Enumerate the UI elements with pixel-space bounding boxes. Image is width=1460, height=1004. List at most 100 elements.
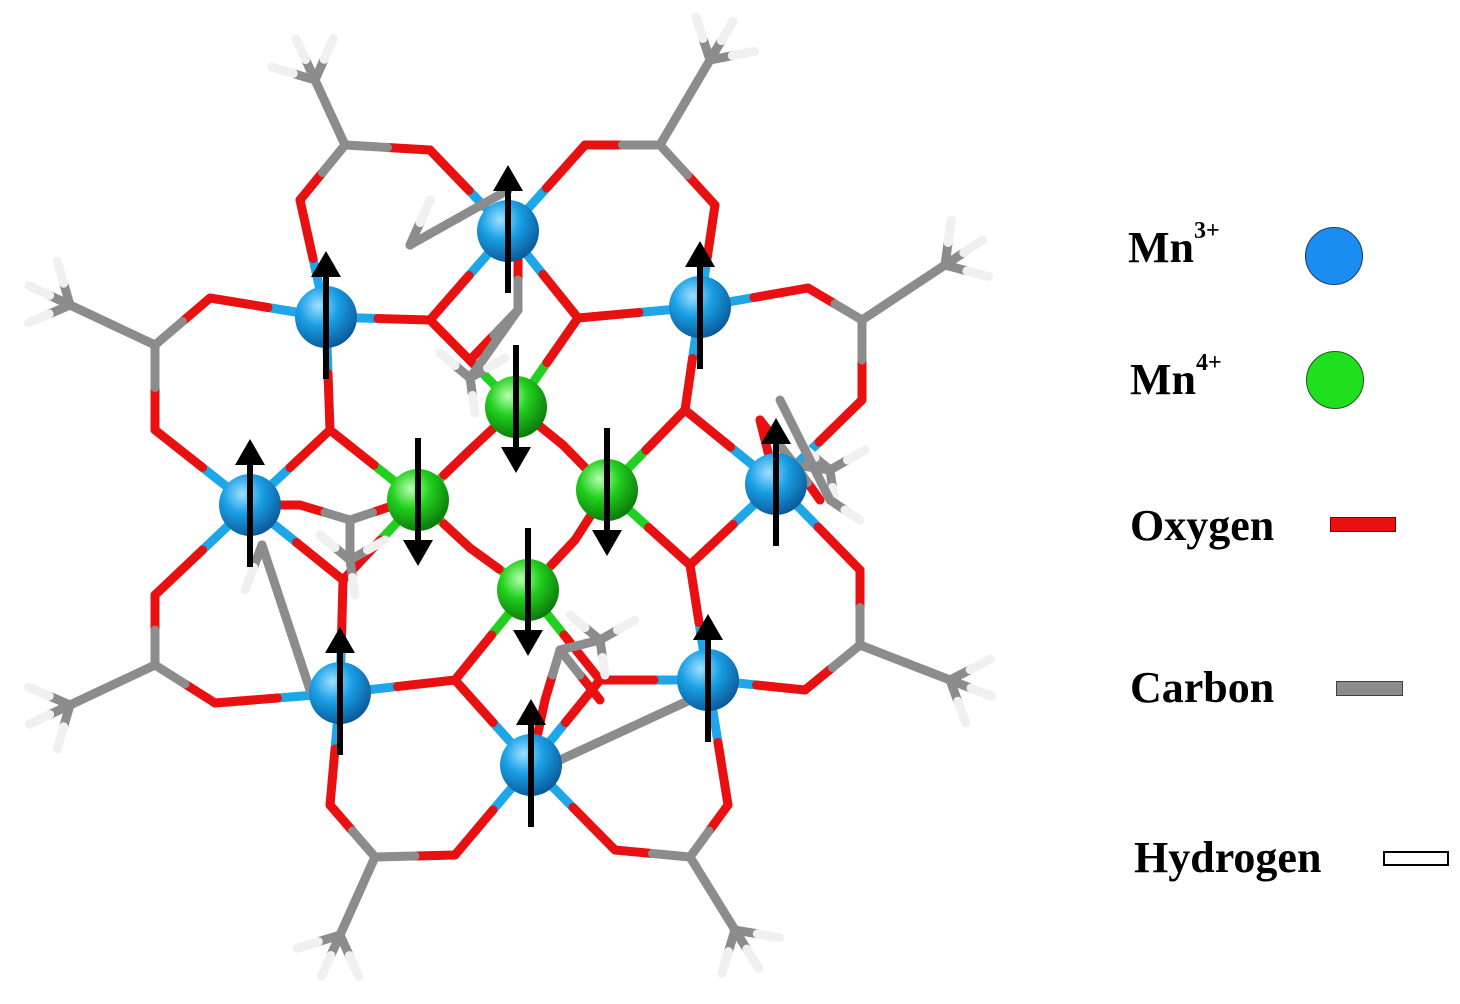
spin-down-arrowhead: [592, 530, 622, 556]
oxygen-carbon-bond: [150, 317, 187, 350]
spin-down-arrowhead: [501, 447, 531, 473]
spin-arrows: [235, 165, 791, 827]
legend-mn4-charge: 4+: [1196, 350, 1222, 376]
oxygen-carbon-bond: [828, 640, 865, 672]
carbon-bond: [900, 658, 955, 685]
carbon-bond: [65, 680, 117, 710]
spin-down-arrowhead: [513, 630, 543, 656]
oxygen-carbon-bond: [370, 851, 420, 862]
mn3-oxygen-bond: [425, 271, 474, 325]
carbon-bond: [857, 288, 908, 325]
carbon-bond: [65, 300, 117, 330]
carbon-hydrogen-bond: [742, 944, 764, 973]
oxygen-carbon-bond: [150, 660, 190, 689]
carbon-hydrogen-bond: [23, 682, 54, 701]
bond-network: [23, 12, 997, 981]
carbon-hydrogen-bond: [962, 266, 994, 282]
mn4-oxygen-bond: [542, 313, 583, 367]
spin-up-arrowhead: [235, 439, 265, 465]
mn3-oxygen-bond: [425, 145, 474, 195]
mn4-oxygen-bond: [439, 445, 475, 480]
carbon-hydrogen-bond: [348, 573, 360, 600]
carbon-hydrogen-bond: [943, 215, 956, 248]
oxygen-carbon-bond: [325, 800, 357, 836]
carbon-bond: [489, 305, 523, 349]
oxygen-carbon-bond: [655, 140, 692, 180]
carbon-hydrogen-bond: [291, 34, 311, 65]
mn3-oxygen-bond: [752, 680, 810, 695]
oxygen-carbon-bond: [555, 645, 585, 680]
carbon-bond: [310, 75, 335, 117]
oxygen-carbon-bond: [410, 850, 460, 861]
oxygen-carbon-bond: [685, 826, 714, 862]
legend-oxygen-swatch: [1330, 517, 1396, 532]
carbon-hydrogen-bond: [363, 535, 390, 555]
legend-hydrogen-swatch: [1383, 851, 1449, 866]
carbon-hydrogen-bond: [483, 353, 510, 373]
carbon-bond: [685, 852, 717, 898]
spin-up-arrowhead: [693, 614, 723, 640]
carbon-bond: [855, 640, 910, 667]
mn4-oxygen-bond: [465, 424, 498, 455]
carbon-bond: [353, 852, 380, 901]
spin-up-arrowhead: [311, 251, 341, 277]
mn3-oxygen-bond: [450, 805, 498, 860]
oxygen-carbon-bond: [575, 670, 605, 705]
mn3-oxygen-bond: [680, 354, 697, 415]
mn3-oxygen-bond: [150, 425, 207, 472]
spin-up-arrowhead: [685, 241, 715, 267]
spin-up-arrowhead: [325, 627, 355, 653]
carbon-hydrogen-bond: [953, 696, 971, 728]
carbon-bond: [335, 891, 362, 940]
mn3-oxygen-bond: [285, 425, 335, 472]
carbon-hydrogen-bond: [959, 235, 988, 258]
mn12-acetate-molecule: [23, 12, 997, 981]
carbon-bond: [655, 98, 690, 150]
mn4-oxygen-bond: [570, 510, 596, 545]
mn3-oxygen-bond: [295, 195, 318, 263]
mn3-oxygen-bond: [337, 575, 348, 641]
carbon-hydrogen-bond: [23, 309, 54, 328]
carbon-bond: [800, 445, 835, 505]
carbon-hydrogen-bond: [24, 281, 55, 300]
legend-mn4-base: Mn: [1130, 355, 1196, 404]
mn3-oxygen-bond: [292, 538, 348, 585]
oxygen-carbon-bond: [295, 168, 327, 205]
spin-up-arrowhead: [761, 418, 791, 444]
carbon-hydrogen-bond: [752, 929, 785, 943]
carbon-hydrogen-bond: [415, 195, 435, 227]
carbon-hydrogen-bond: [468, 391, 480, 418]
mn3-oxygen-bond: [373, 314, 435, 325]
legend-oxygen-label: Oxygen: [1130, 501, 1275, 550]
legend-mn3-label: Mn3+: [1128, 218, 1220, 273]
carbon-hydrogen-bond: [965, 654, 995, 675]
carbon-hydrogen-bond: [717, 947, 733, 978]
carbon-bond: [708, 889, 740, 935]
mn3-oxygen-bond: [749, 283, 813, 302]
carbon-hydrogen-bond: [840, 505, 865, 525]
oxygen-carbon-bond: [610, 845, 657, 858]
carbon-hydrogen-bond: [966, 683, 997, 701]
mn3-oxygen-bond: [814, 395, 867, 447]
mn3-oxygen-bond: [393, 675, 460, 691]
atom-layer: [219, 200, 807, 796]
carbon-hydrogen-bond: [613, 615, 640, 635]
mn4-oxygen-bond: [425, 315, 478, 368]
carbon-bond: [257, 540, 291, 622]
legend-mn3-swatch: [1305, 227, 1363, 285]
oxygen-carbon-bond: [178, 293, 215, 326]
carbon-hydrogen-bond: [292, 937, 323, 953]
mn4-oxygen-bond: [558, 440, 590, 472]
mn3-oxygen-bond: [685, 560, 704, 627]
mn3-oxygen-bond: [210, 693, 282, 708]
legend-carbon-label: Carbon: [1130, 663, 1275, 712]
mn3-oxygen-bond: [685, 520, 738, 570]
mn4-oxygen-bond: [547, 535, 580, 570]
mn3-oxygen-bond: [680, 405, 735, 452]
carbon-hydrogen-bond: [315, 530, 340, 552]
oxygen-carbon-bond: [383, 143, 435, 155]
mn3-oxygen-bond: [325, 744, 340, 810]
carbon-hydrogen-bond: [344, 951, 364, 981]
legend-mn3-base: Mn: [1128, 223, 1194, 272]
carbon-bond: [454, 185, 513, 222]
